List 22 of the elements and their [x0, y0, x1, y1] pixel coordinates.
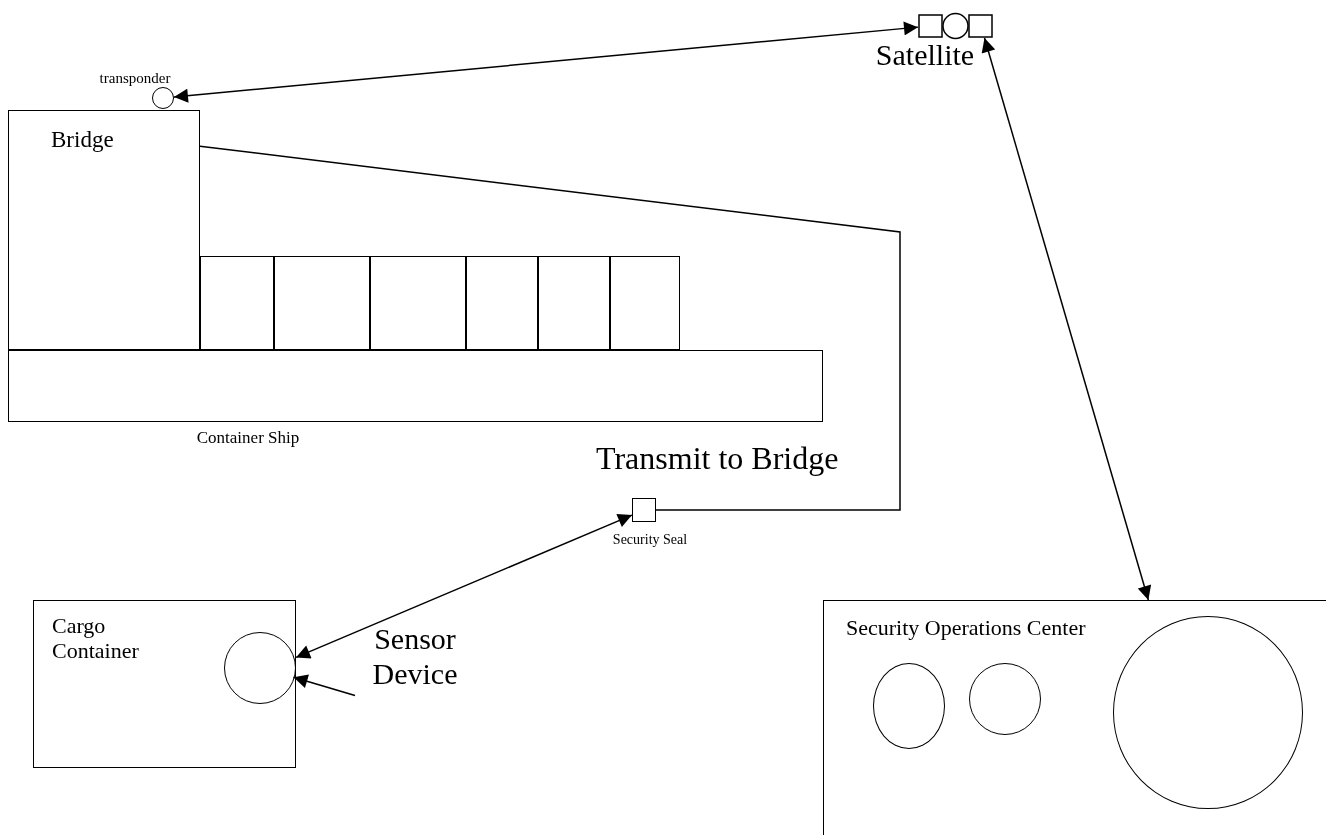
oval: [1113, 616, 1303, 809]
stacked-container: [200, 256, 274, 350]
stacked-container: [538, 256, 610, 350]
stacked-container: [610, 256, 680, 350]
sensor-device-label: Sensor Device: [371, 622, 459, 691]
stacked-container: [466, 256, 538, 350]
cargo-container-label: Cargo Container: [52, 613, 140, 664]
arrow: [295, 514, 633, 659]
transponder-label: transponder: [98, 70, 172, 88]
arrow: [173, 21, 919, 103]
ship-bridge: [8, 110, 200, 350]
security-seal-label: Security Seal: [611, 532, 689, 549]
arrow: [981, 37, 1152, 601]
bridge-label: Bridge: [51, 127, 115, 154]
connector-line: [199, 145, 901, 511]
satellite-label: Satellite: [874, 38, 976, 73]
stacked-container: [370, 256, 466, 350]
operations-center-label: Security Operations Center: [846, 615, 1087, 641]
cargo-container-box: [33, 600, 296, 768]
operations-center-box: [823, 600, 1326, 835]
stacked-container: [274, 256, 370, 350]
ship-label: Container Ship: [195, 428, 301, 448]
